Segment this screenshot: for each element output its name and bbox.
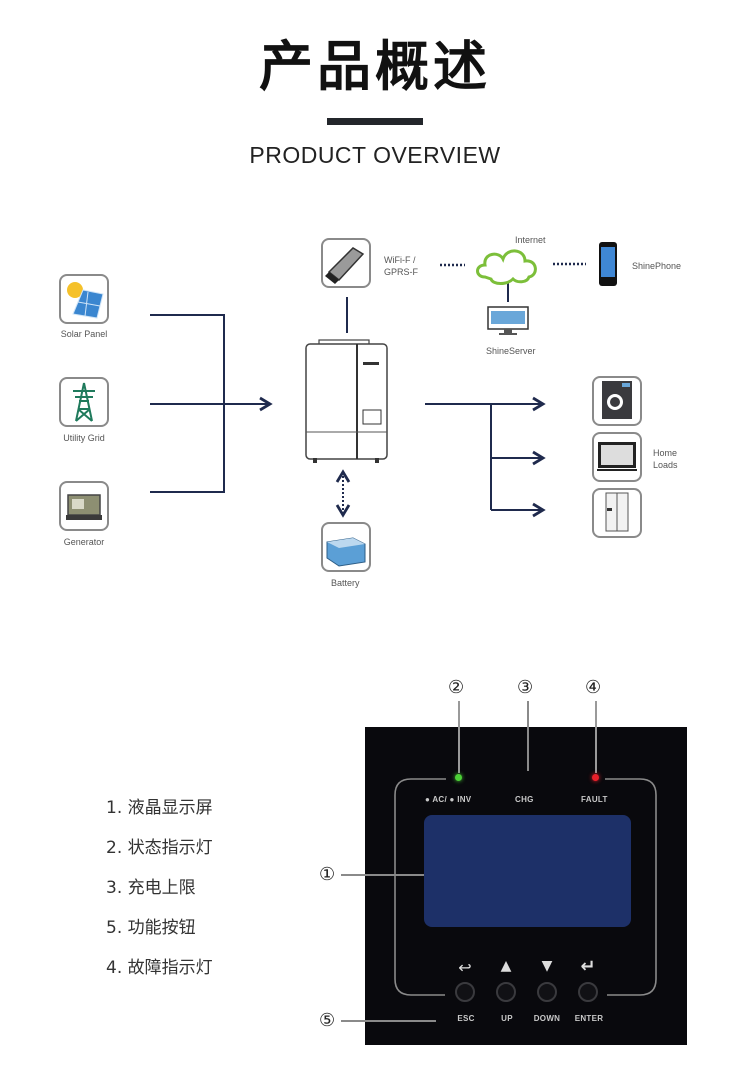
shine-phone-label: ShinePhone	[632, 261, 682, 271]
comm-module-label-line1: WiFi-F /	[384, 255, 416, 265]
legend-item-fault-led: 4. 故障指示灯	[106, 958, 213, 978]
panel-frame	[394, 778, 657, 996]
enter-button[interactable]	[578, 982, 598, 1002]
chg-indicator-label: CHG	[515, 795, 534, 804]
legend-item-lcd: 1. 液晶显示屏	[106, 798, 213, 818]
fault-led	[592, 774, 599, 781]
page-subtitle: PRODUCT OVERVIEW	[249, 142, 501, 168]
return-icon: ↩	[458, 958, 472, 977]
solar-panel-label: Solar Panel	[60, 329, 108, 339]
loads-connector	[425, 396, 546, 518]
connection-lines	[150, 262, 586, 518]
leader-line-4	[595, 701, 597, 773]
battery-label: Battery	[331, 578, 360, 588]
solar-panel-icon	[59, 274, 109, 324]
leader-line-3	[527, 701, 529, 771]
comm-module-label: WiFi-F / GPRS-F	[384, 254, 418, 278]
up-triangle-icon: ▲	[500, 958, 512, 974]
home-loads-label-line2: Loads	[653, 460, 678, 470]
up-button[interactable]	[496, 982, 516, 1002]
up-button-label: UP	[501, 1014, 513, 1023]
esc-button[interactable]	[455, 982, 475, 1002]
television-icon	[592, 432, 642, 482]
monitor-icon	[487, 306, 529, 336]
title-divider	[327, 118, 423, 125]
callout-1: ①	[319, 864, 336, 885]
enter-button-label: ENTER	[574, 1014, 604, 1023]
down-button-label: DOWN	[533, 1014, 561, 1023]
source-connector	[150, 314, 273, 493]
page-title: 产品概述	[259, 35, 491, 98]
shine-server-label: ShineServer	[486, 346, 536, 356]
down-button[interactable]	[537, 982, 557, 1002]
legend-item-charge: 3. 充电上限	[106, 878, 196, 898]
ac-inv-indicator-label: ● AC/ ● INV	[425, 795, 472, 804]
fault-indicator-label: FAULT	[581, 795, 608, 804]
battery-icon	[321, 522, 371, 572]
legend-item-buttons: 5. 功能按钮	[106, 918, 196, 938]
internet-label: Internet	[515, 235, 546, 245]
down-triangle-icon: ▼	[541, 958, 553, 974]
washing-machine-icon	[592, 376, 642, 426]
generator-icon	[59, 481, 109, 531]
callout-4: ④	[585, 677, 602, 698]
callout-2: ②	[448, 677, 465, 698]
lcd-screen	[424, 815, 631, 927]
legend-item-status-led: 2. 状态指示灯	[106, 838, 213, 858]
leader-line-1	[341, 874, 445, 876]
enter-icon: ↵	[580, 956, 596, 977]
home-loads-label: Home Loads	[653, 447, 678, 471]
esc-button-label: ESC	[457, 1014, 475, 1023]
status-led	[455, 774, 462, 781]
generator-label: Generator	[63, 537, 105, 547]
leader-line-2	[458, 701, 460, 773]
comm-module-label-line2: GPRS-F	[384, 267, 419, 277]
leader-line-5	[341, 1020, 436, 1022]
utility-grid-label: Utility Grid	[63, 433, 105, 443]
home-loads-label-line1: Home	[653, 448, 678, 458]
smartphone-icon	[599, 242, 617, 286]
utility-grid-icon	[59, 377, 109, 427]
cloud-icon	[473, 243, 543, 285]
inverter-icon	[305, 338, 388, 464]
refrigerator-icon	[592, 488, 642, 538]
wifi-gprs-module-icon	[321, 238, 371, 288]
callout-5: ⑤	[319, 1010, 336, 1031]
callout-3: ③	[517, 677, 534, 698]
